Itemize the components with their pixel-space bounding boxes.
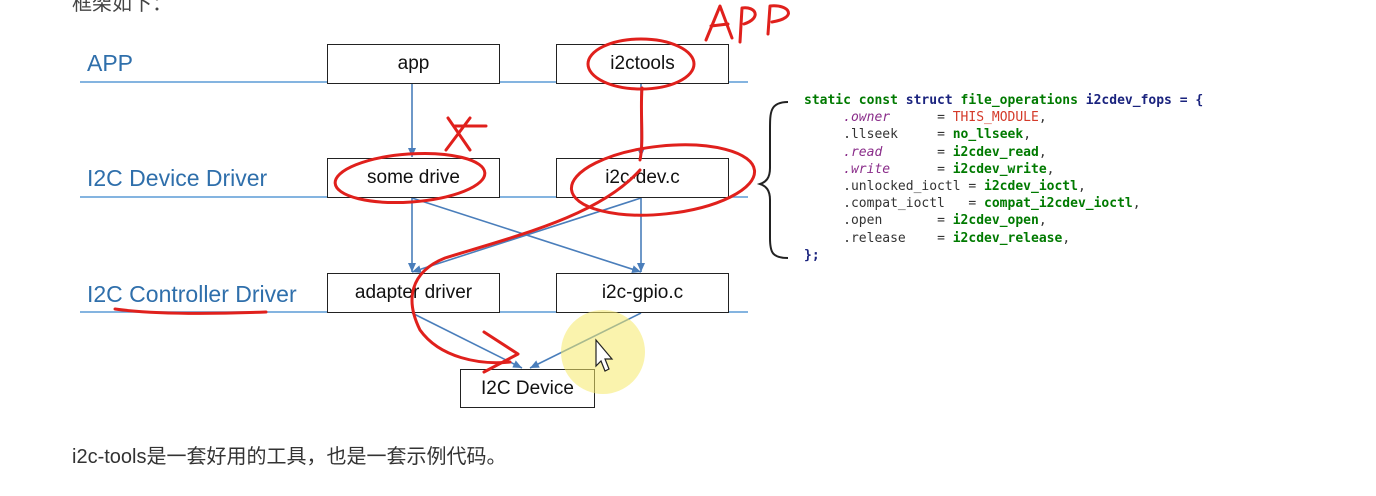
layer-label-app: APP <box>87 50 134 76</box>
pen-arrowhead <box>482 330 520 374</box>
box-i2ctools-label: i2ctools <box>610 53 675 74</box>
code-field-pad: = <box>960 179 985 195</box>
pen-path-to-device <box>410 168 642 365</box>
box-app: app <box>327 44 500 84</box>
code-field-value: THIS_MODULE <box>952 110 1039 126</box>
code-type: file_operations <box>960 93 1078 108</box>
code-field-end: , <box>1132 196 1141 212</box>
code-struct-name: i2cdev_fops <box>1085 93 1172 108</box>
code-field-value: i2cdev_read <box>952 144 1039 160</box>
code-field-name: .unlocked_ioctl <box>843 179 961 195</box>
pen-cross-some-drive <box>444 116 488 152</box>
code-field-value: i2cdev_release <box>952 230 1063 246</box>
handwritten-app-icon <box>704 4 790 44</box>
code-field-value: i2cdev_open <box>952 213 1039 229</box>
code-block: static const struct file_operations i2cd… <box>804 92 1203 264</box>
caption-text: i2c-tools是一套好用的工具，也是一套示例代码。 <box>72 446 507 468</box>
box-i2c-gpio-label: i2c-gpio.c <box>601 282 684 303</box>
top-cut-text: 框架如下： <box>72 0 172 15</box>
pen-circle-some-drive <box>333 151 487 205</box>
code-field-name: .write <box>843 161 891 177</box>
code-field-pad: = <box>890 161 953 177</box>
curly-brace-icon <box>756 101 789 259</box>
code-field-end: , <box>1062 230 1071 246</box>
pen-underline-controller <box>113 307 268 315</box>
code-field-value: compat_i2cdev_ioctl <box>984 196 1133 212</box>
layer-label-device-driver: I2C Device Driver <box>87 165 268 191</box>
code-field-end: , <box>1046 161 1055 177</box>
code-open-brace: = { <box>1179 93 1204 108</box>
code-field-pad: = <box>944 196 985 212</box>
code-field-pad: = <box>882 144 953 160</box>
code-struct: struct <box>905 93 953 108</box>
layer-label-controller-driver: I2C Controller Driver <box>87 281 297 307</box>
code-field-name: .open <box>843 213 883 229</box>
box-i2c-dev: i2c-dev.c <box>556 158 729 198</box>
box-i2c-gpio: i2c-gpio.c <box>556 273 729 313</box>
pen-circle-i2ctools <box>586 37 696 91</box>
box-i2c-dev-label: i2c-dev.c <box>605 167 680 188</box>
code-field-end: , <box>1077 179 1086 195</box>
code-closing: }; <box>804 247 820 263</box>
code-field-name: .release <box>843 230 906 246</box>
code-field-name: .compat_ioctl <box>843 196 945 212</box>
code-field-value: i2cdev_write <box>952 161 1047 177</box>
box-i2ctools: i2ctools <box>556 44 729 84</box>
box-some-drive-label: some drive <box>367 167 460 188</box>
code-field-value: no_llseek <box>952 127 1024 143</box>
code-field-end: , <box>1023 127 1032 143</box>
code-field-name: .read <box>843 144 883 160</box>
code-kw: static const <box>804 93 898 108</box>
mouse-cursor-icon <box>595 338 614 372</box>
code-field-end: , <box>1038 213 1047 229</box>
code-field-name: .llseek <box>843 127 898 143</box>
pen-circle-i2c-dev <box>569 143 757 217</box>
code-field-pad: = <box>897 127 953 143</box>
pen-path-i2ctools-down <box>638 86 644 162</box>
arrow-adapter-to-device <box>411 312 523 369</box>
code-field-pad: = <box>905 230 953 246</box>
code-field-end: , <box>1038 144 1047 160</box>
code-field-pad: = <box>890 110 953 126</box>
code-field-name: .owner <box>843 110 891 126</box>
box-i2c-device-label: I2C Device <box>481 377 574 399</box>
code-field-value: i2cdev_ioctl <box>984 179 1078 195</box>
box-app-label: app <box>397 53 430 74</box>
code-field-pad: = <box>882 213 953 229</box>
code-field-end: , <box>1038 110 1047 126</box>
